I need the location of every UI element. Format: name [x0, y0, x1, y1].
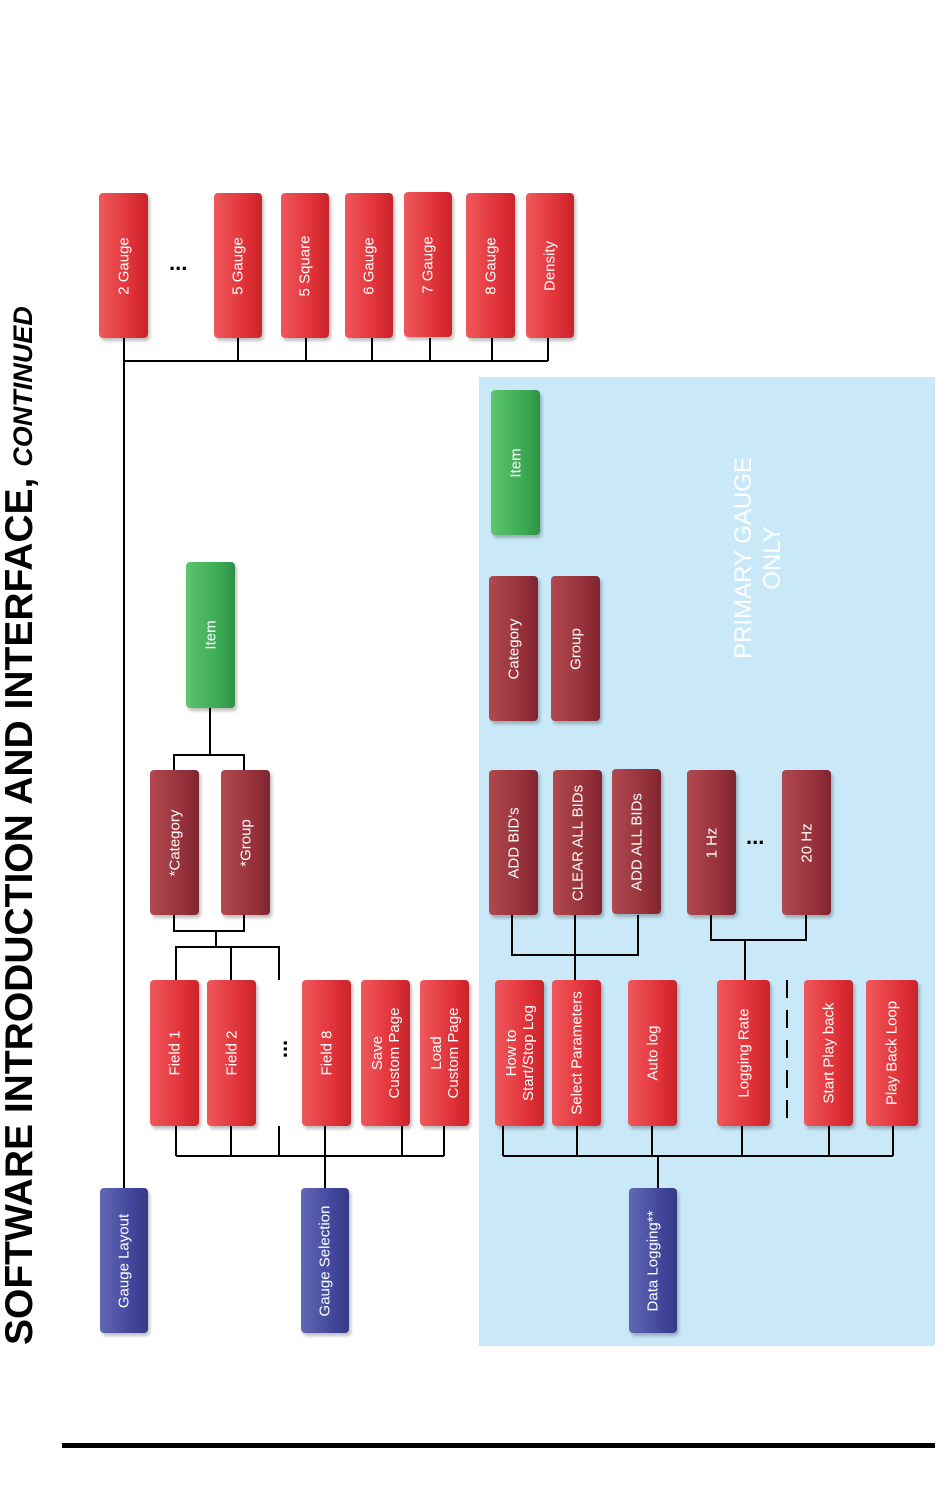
play-back-loop-label: Play Back Loop	[883, 1000, 901, 1106]
play-back-loop-node: Play Back Loop	[866, 980, 918, 1126]
star-group-label: *Group	[237, 818, 254, 867]
auto-log-node: Auto log	[628, 980, 677, 1126]
add-bids-label: ADD BID's	[505, 806, 522, 879]
data-logging-label: Data Logging**	[644, 1210, 662, 1311]
field-8-label: Field 8	[318, 1030, 335, 1076]
connector	[502, 1126, 894, 1156]
field-8-node: Field 8	[302, 980, 351, 1126]
star-category-node: *Category	[150, 770, 199, 915]
clear-all-bids-node: CLEAR ALL BIDs	[553, 770, 602, 915]
field-ellipsis: ...	[267, 1039, 293, 1059]
group-label: Group	[567, 627, 584, 670]
field-1-node: Field 1	[150, 980, 199, 1126]
panel-item-label: Item	[507, 447, 524, 478]
layout-5-gauge-node: 5 Gauge	[214, 193, 262, 338]
star-group-node: *Group	[221, 770, 270, 915]
connector	[175, 946, 280, 980]
rate-20hz-node: 20 Hz	[782, 770, 831, 915]
layout-8-gauge-label: 8 Gauge	[482, 236, 499, 295]
save-custom-page-label-l2: Custom Page	[385, 1007, 403, 1099]
load-custom-page-label-l2: Custom Page	[444, 1007, 462, 1099]
item-node: Item	[186, 562, 235, 708]
panel-item-node: Item	[491, 390, 540, 535]
layout-density-node: Density	[526, 193, 574, 338]
gauge-selection-node: Gauge Selection	[301, 1188, 349, 1333]
layout-2-gauge-label: 2 Gauge	[115, 236, 132, 295]
rate-1hz-label: 1 Hz	[703, 827, 720, 858]
gauge-selection-label: Gauge Selection	[316, 1205, 334, 1316]
layout-5-square-label: 5 Square	[296, 235, 314, 296]
connector	[173, 915, 245, 947]
connector	[237, 338, 549, 361]
connector	[175, 1126, 445, 1156]
gauge-layout-label: Gauge Layout	[115, 1213, 133, 1308]
start-play-back-node: Start Play back	[804, 980, 853, 1126]
start-play-back-label: Start Play back	[820, 1002, 837, 1104]
layout-7-gauge-label: 7 Gauge	[419, 235, 437, 294]
group-node: Group	[551, 576, 600, 721]
auto-log-label: Auto log	[644, 1025, 661, 1081]
logging-rate-label: Logging Rate	[735, 1008, 752, 1098]
save-custom-page-label-l1: Save	[368, 1035, 386, 1071]
gauge-selection-connectors	[173, 708, 445, 1188]
select-parameters-node: Select Parameters	[552, 980, 601, 1126]
layout-7-gauge-node: 7 Gauge	[404, 192, 452, 337]
connector	[511, 915, 639, 980]
add-bids-node: ADD BID's	[489, 770, 538, 915]
add-all-bids-node: ADD ALL BIDs	[612, 769, 661, 914]
star-category-label: *Category	[166, 809, 183, 876]
layout-density-label: Density	[541, 240, 559, 291]
layout-ellipsis: ...	[169, 250, 188, 275]
how-to-label-l1: How to	[502, 1029, 520, 1077]
item-label: Item	[202, 620, 219, 650]
layout-6-gauge-label: 6 Gauge	[360, 236, 378, 295]
add-all-bids-label: ADD ALL BIDs	[628, 792, 645, 891]
connector	[173, 708, 245, 770]
category-node: Category	[489, 576, 538, 721]
field-2-node: Field 2	[207, 980, 256, 1126]
rate-1hz-node: 1 Hz	[687, 770, 736, 915]
connector	[710, 915, 807, 980]
layout-6-gauge-node: 6 Gauge	[345, 193, 393, 338]
data-logging-node: Data Logging**	[629, 1188, 677, 1333]
gauge-layout-connectors	[123, 338, 549, 1188]
select-parameters-label: Select Parameters	[568, 991, 585, 1115]
load-custom-page-label-l1: Load	[427, 1036, 445, 1070]
clear-all-bids-label: CLEAR ALL BIDs	[569, 784, 586, 901]
how-to-label-l2: Start/Stop Log	[519, 1005, 537, 1101]
layout-2-gauge-node: 2 Gauge	[99, 193, 148, 338]
field-1-label: Field 1	[166, 1030, 183, 1076]
logging-rate-node: Logging Rate	[717, 980, 770, 1126]
rate-20hz-label: 20 Hz	[798, 822, 815, 863]
rate-ellipsis: ...	[746, 824, 765, 849]
data-logging-connectors	[502, 915, 894, 1188]
field-2-label: Field 2	[223, 1030, 240, 1076]
footer-rule	[62, 1443, 935, 1448]
layout-5-square-node: 5 Square	[281, 193, 329, 338]
gauge-layout-node: Gauge Layout	[100, 1188, 148, 1333]
layout-5-gauge-label: 5 Gauge	[229, 236, 247, 295]
layout-8-gauge-node: 8 Gauge	[466, 193, 515, 338]
category-label: Category	[505, 618, 522, 679]
